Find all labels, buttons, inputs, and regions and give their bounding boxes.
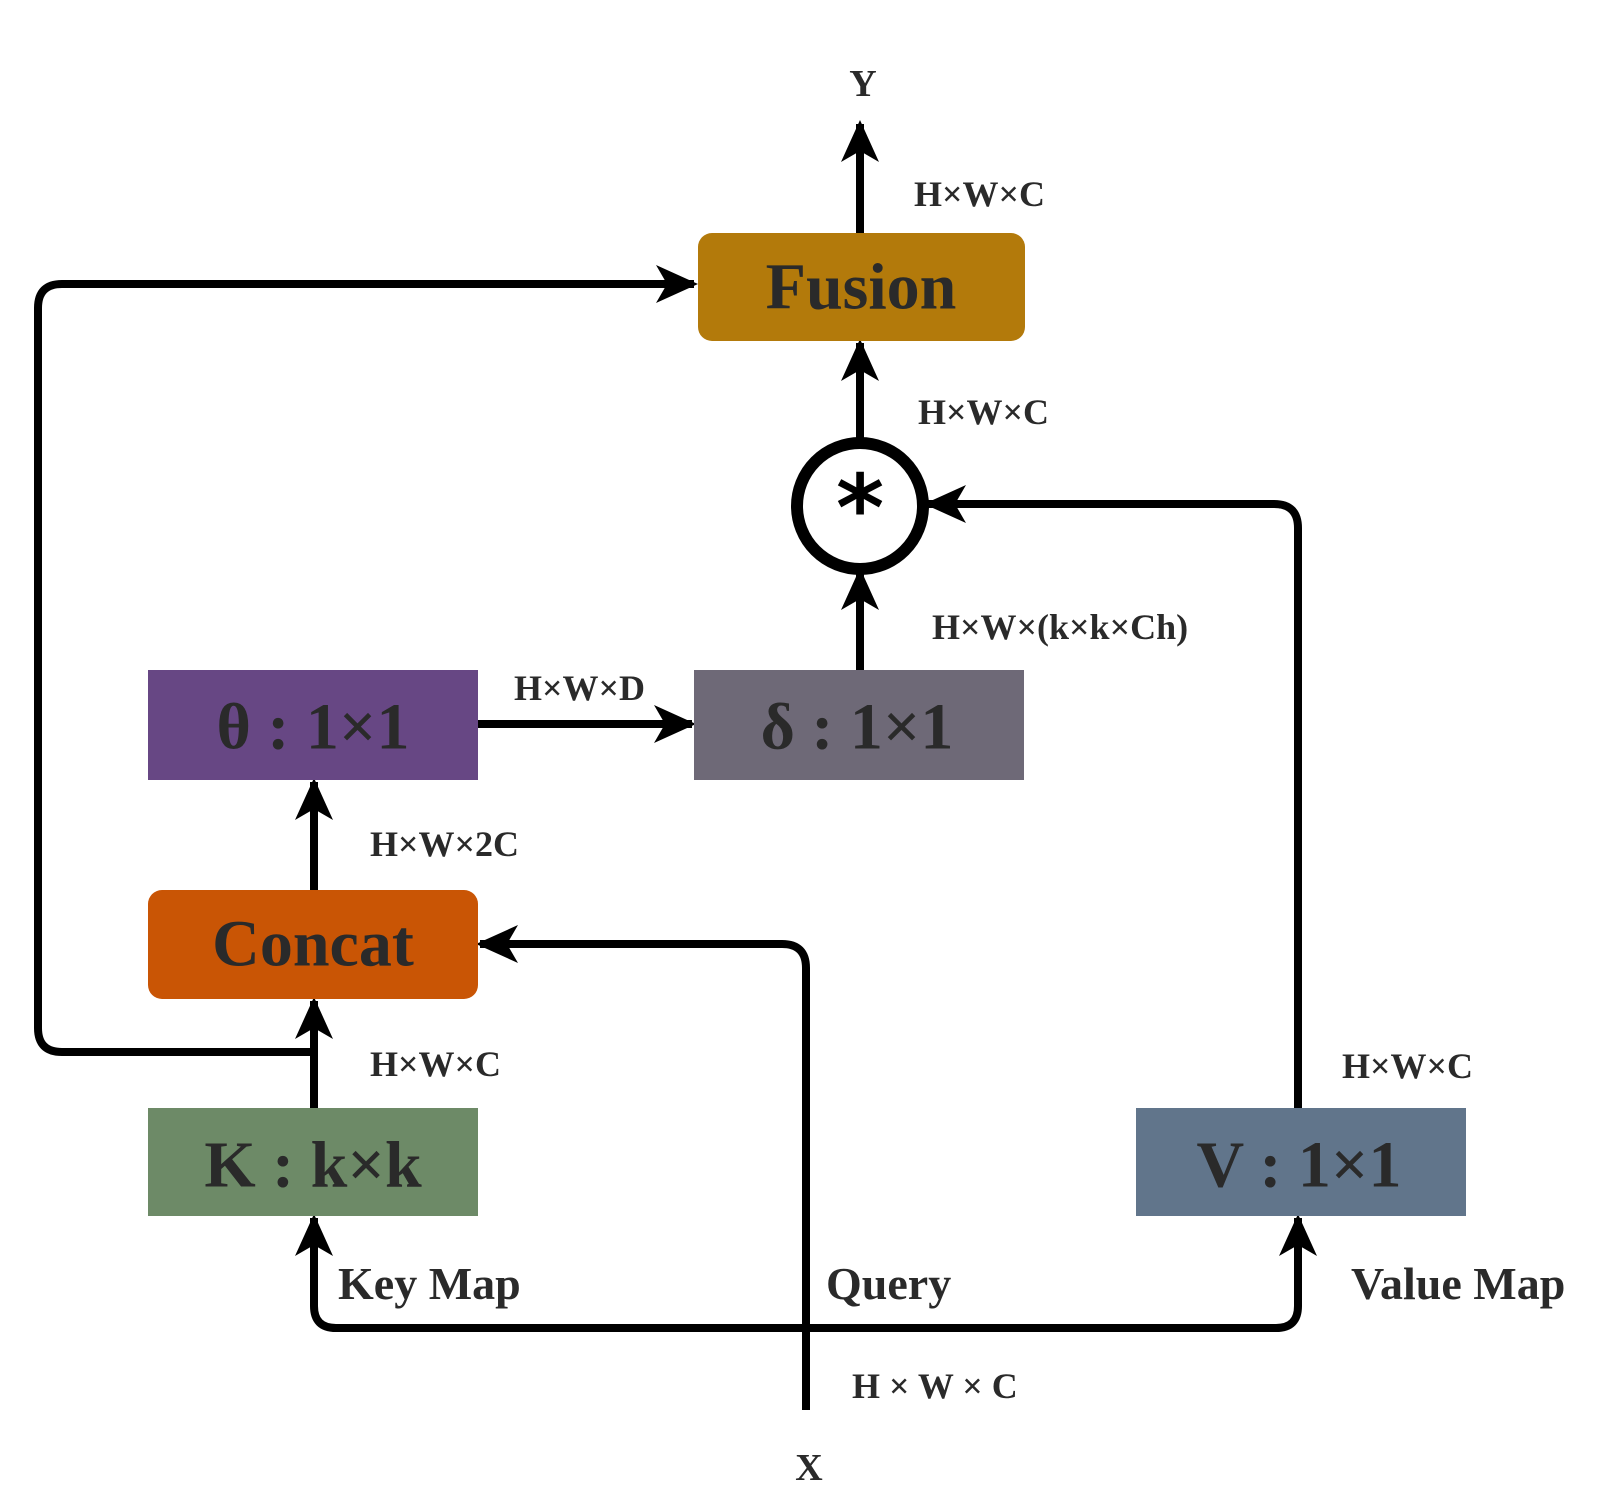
delta-label: δ : 1×1 <box>761 691 954 764</box>
dim-multiply-out: H×W×C <box>918 392 1049 432</box>
output-label: Y <box>849 63 876 105</box>
delta-box <box>694 670 1024 780</box>
fusion-box <box>698 233 1025 341</box>
concat-label: Concat <box>212 908 414 981</box>
key-conv-label: K : k×k <box>204 1129 422 1202</box>
edge-input-to-key <box>295 1214 806 1332</box>
theta-node: θ : 1×1 <box>148 670 478 780</box>
multiply-node: * <box>791 437 929 575</box>
concat-node: Concat <box>148 890 478 999</box>
key-conv-node: K : k×k <box>148 1108 478 1216</box>
value-conv-label: V : 1×1 <box>1196 1129 1401 1202</box>
dim-key-out: H×W×C <box>370 1044 501 1084</box>
edge-query-to-concat <box>476 925 810 1410</box>
concat-box <box>148 890 478 999</box>
multiply-symbol: * <box>836 455 884 562</box>
fusion-label: Fusion <box>766 251 957 324</box>
input-label: X <box>795 1447 822 1489</box>
query-label: Query <box>826 1258 951 1309</box>
value-map-label: Value Map <box>1351 1258 1565 1309</box>
dim-input: H × W × C <box>852 1366 1018 1406</box>
dim-theta-out: H×W×D <box>514 668 645 708</box>
fusion-node: Fusion <box>698 233 1025 341</box>
edge-value-to-multiply <box>924 485 1302 1108</box>
theta-box <box>148 670 478 780</box>
value-conv-node: V : 1×1 <box>1136 1108 1466 1216</box>
delta-node: δ : 1×1 <box>694 670 1024 780</box>
dim-value-out: H×W×C <box>1342 1046 1473 1086</box>
theta-label: θ : 1×1 <box>216 691 409 764</box>
edge-key-skip-to-fusion <box>34 265 698 1056</box>
key-map-label: Key Map <box>338 1258 521 1309</box>
dim-output: H×W×C <box>914 174 1045 214</box>
key-conv-box <box>148 1108 478 1216</box>
value-conv-box <box>1136 1108 1466 1216</box>
edge-input-to-value <box>806 1214 1317 1332</box>
dim-delta-out: H×W×(k×k×Ch) <box>932 607 1188 647</box>
dim-concat-out: H×W×2C <box>370 824 519 864</box>
multiply-circle <box>791 437 929 575</box>
